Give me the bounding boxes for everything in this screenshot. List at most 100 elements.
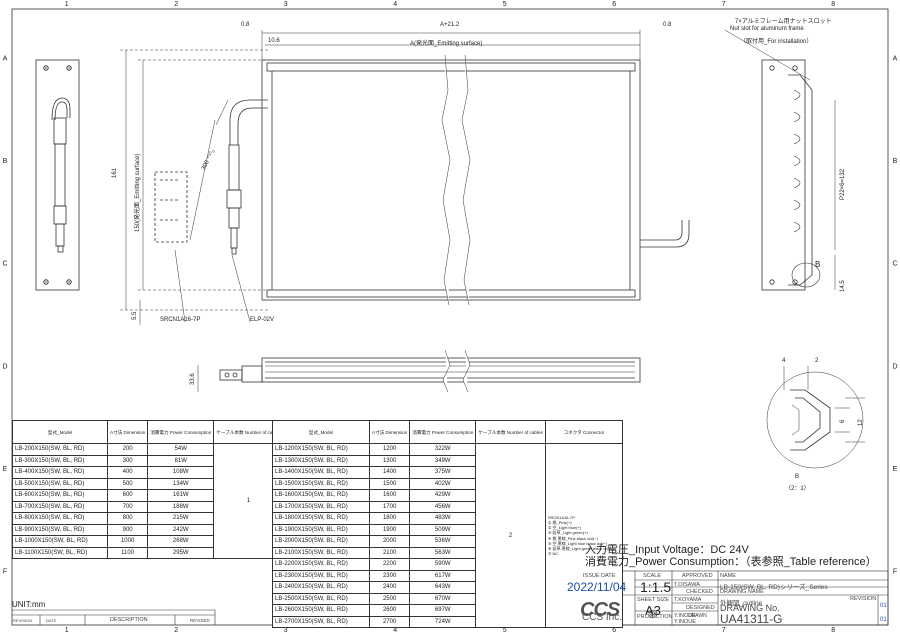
front-view [261, 30, 690, 306]
emitting-height-dim: 150(発光面_Emitting surface) [135, 153, 141, 232]
dimension-cell: 1300 [368, 454, 411, 467]
model-cell: LB-900X150(SW, BL, RD) [12, 523, 108, 536]
grid-col-label: 8 [831, 627, 835, 633]
connector-b-callout: ELP-02V [250, 317, 275, 323]
power-cell: 429W [409, 489, 477, 502]
detail-scale: （2：1） [785, 486, 810, 492]
model-cell: LB-1200X150(SW, BL, RD) [272, 443, 370, 456]
product-name: LB-150(SW, BL, RD)シリーズ_Series [720, 584, 828, 591]
designed-by: T.KOYAMA [674, 597, 702, 603]
grid-col-label: 6 [612, 627, 616, 633]
model-cell: LB-2700X150(SW, BL, RD) [272, 615, 370, 628]
drawing-name: 外観図_outline [720, 600, 763, 607]
dimension-cell: 1500 [368, 477, 411, 490]
end-view-right [724, 29, 836, 291]
scale-value: 1:1.5 [640, 579, 672, 595]
grid-row-label: E [893, 466, 898, 473]
voltage-line: 入力電圧_Input Voltage：DC 24V [585, 544, 749, 556]
dimension-cell: 1200 [368, 443, 411, 456]
bottom-offset-dim: 5.5 [132, 311, 138, 320]
dimension-cell: 400 [106, 466, 149, 479]
grid-col-label: 8 [831, 1, 835, 8]
power-cell: 590W [409, 558, 477, 571]
dimension-cell: 2500 [368, 592, 411, 605]
grid-col-label: 5 [503, 627, 507, 633]
grid-col-label: 3 [284, 1, 288, 8]
nut-note-3: （取付用_For installation） [740, 39, 813, 45]
designed-label: DESIGNED [686, 605, 715, 611]
grid-col-label: 4 [393, 627, 397, 633]
drawn-by: Y.INOUE [674, 613, 696, 619]
grid-row-label: E [3, 466, 8, 473]
power-cell: 402W [409, 477, 477, 490]
power-cell: 697W [409, 604, 477, 617]
offset-dim: 10.6 [268, 38, 280, 44]
dimension-cell: 2700 [368, 615, 411, 628]
drawing-no-label: DRAWING No. [720, 603, 780, 613]
dimension-cell: 600 [106, 489, 149, 502]
dimension-cell: 2600 [368, 604, 411, 617]
pinout-line: ① 桃_Pink(+) [547, 519, 572, 525]
model-cell: LB-1000X150(SW, BL, RD) [12, 535, 108, 548]
grid-row-label: A [3, 55, 8, 62]
model-cell: LB-1100X150(SW, BL, RD) [12, 546, 108, 559]
detail-dim-c: 6 [840, 419, 846, 423]
grid-col-label: 2 [174, 1, 178, 8]
pinout-line: ④ 桃 黒線_Pink black dot(−) [547, 535, 598, 541]
grid-row-label: F [893, 569, 897, 576]
grid-col-label: 5 [503, 1, 507, 8]
grid-col-label: 7 [722, 627, 726, 633]
sheet-size: A3 [645, 603, 661, 618]
power-cell: 322W [409, 443, 477, 456]
model-cell: LB-2300X150(SW, BL, RD) [272, 569, 370, 582]
model-cell: LB-600X150(SW, BL, RD) [12, 489, 108, 502]
dimension-cell: 2000 [368, 535, 411, 548]
power-cell: 617W [409, 569, 477, 582]
grid-row-label: D [2, 363, 7, 370]
dimension-cell: 1000 [106, 535, 149, 548]
name-label: NAME [720, 573, 736, 579]
power-cell: 349W [409, 454, 477, 467]
revision-label: REVISION [850, 596, 877, 602]
dimension-cell: 2100 [368, 546, 411, 559]
power-cell: 108W [147, 466, 215, 479]
issue-date-label: ISSUE DATE [583, 573, 616, 579]
dimension-cell: 1900 [368, 523, 411, 536]
power-cell: 54W [147, 443, 215, 456]
power-cell: 268W [147, 535, 215, 548]
dimension-cell: 900 [106, 523, 149, 536]
header-model: 型式_Model [12, 420, 108, 444]
detail-b [766, 366, 865, 469]
model-cell: LB-500X150(SW, BL, RD) [12, 477, 108, 490]
gap-left-dim: 0.8 [241, 22, 250, 28]
checked-label: CHECKED [686, 589, 713, 595]
power-cell: 161W [147, 489, 215, 502]
header-cables: ケーブル本数 Number of cables [475, 420, 546, 444]
cables-cell: 2 [475, 443, 546, 628]
power-cell: 295W [147, 546, 215, 559]
detail-dim-a: 4 [782, 358, 786, 364]
end-view-left [35, 59, 80, 291]
power-cell: 483W [409, 512, 477, 525]
power-cell: 242W [147, 523, 215, 536]
grid-row-label: D [892, 363, 897, 370]
header-dim: A寸法 Dimension [106, 420, 149, 444]
dimension-cell: 500 [106, 477, 149, 490]
power-cell: 563W [409, 546, 477, 559]
model-cell: LB-2200X150(SW, BL, RD) [272, 558, 370, 571]
power-cell: 670W [409, 592, 477, 605]
dimension-cell: 200 [106, 443, 149, 456]
power-cell: 536W [409, 535, 477, 548]
